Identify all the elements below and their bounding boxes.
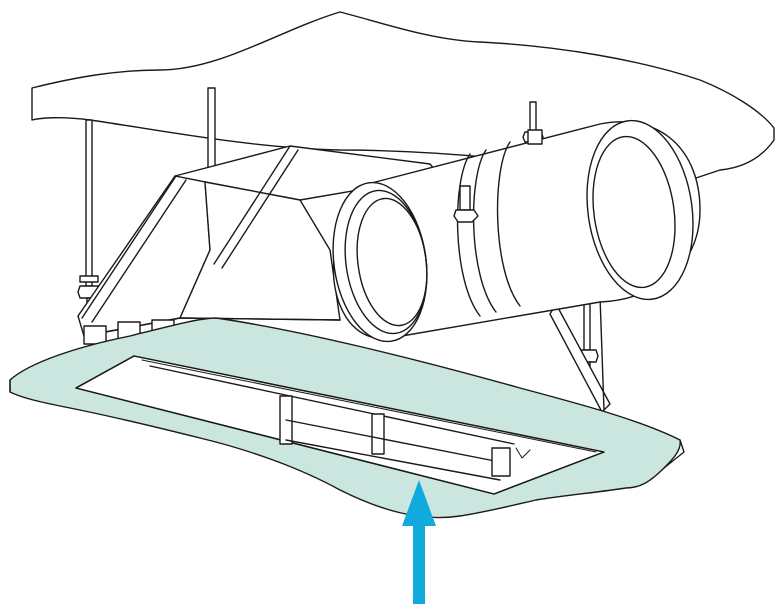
round-duct xyxy=(332,119,701,343)
ceiling-panel xyxy=(9,317,685,519)
unit-housing xyxy=(77,145,611,413)
arrow-up-icon xyxy=(402,480,436,604)
